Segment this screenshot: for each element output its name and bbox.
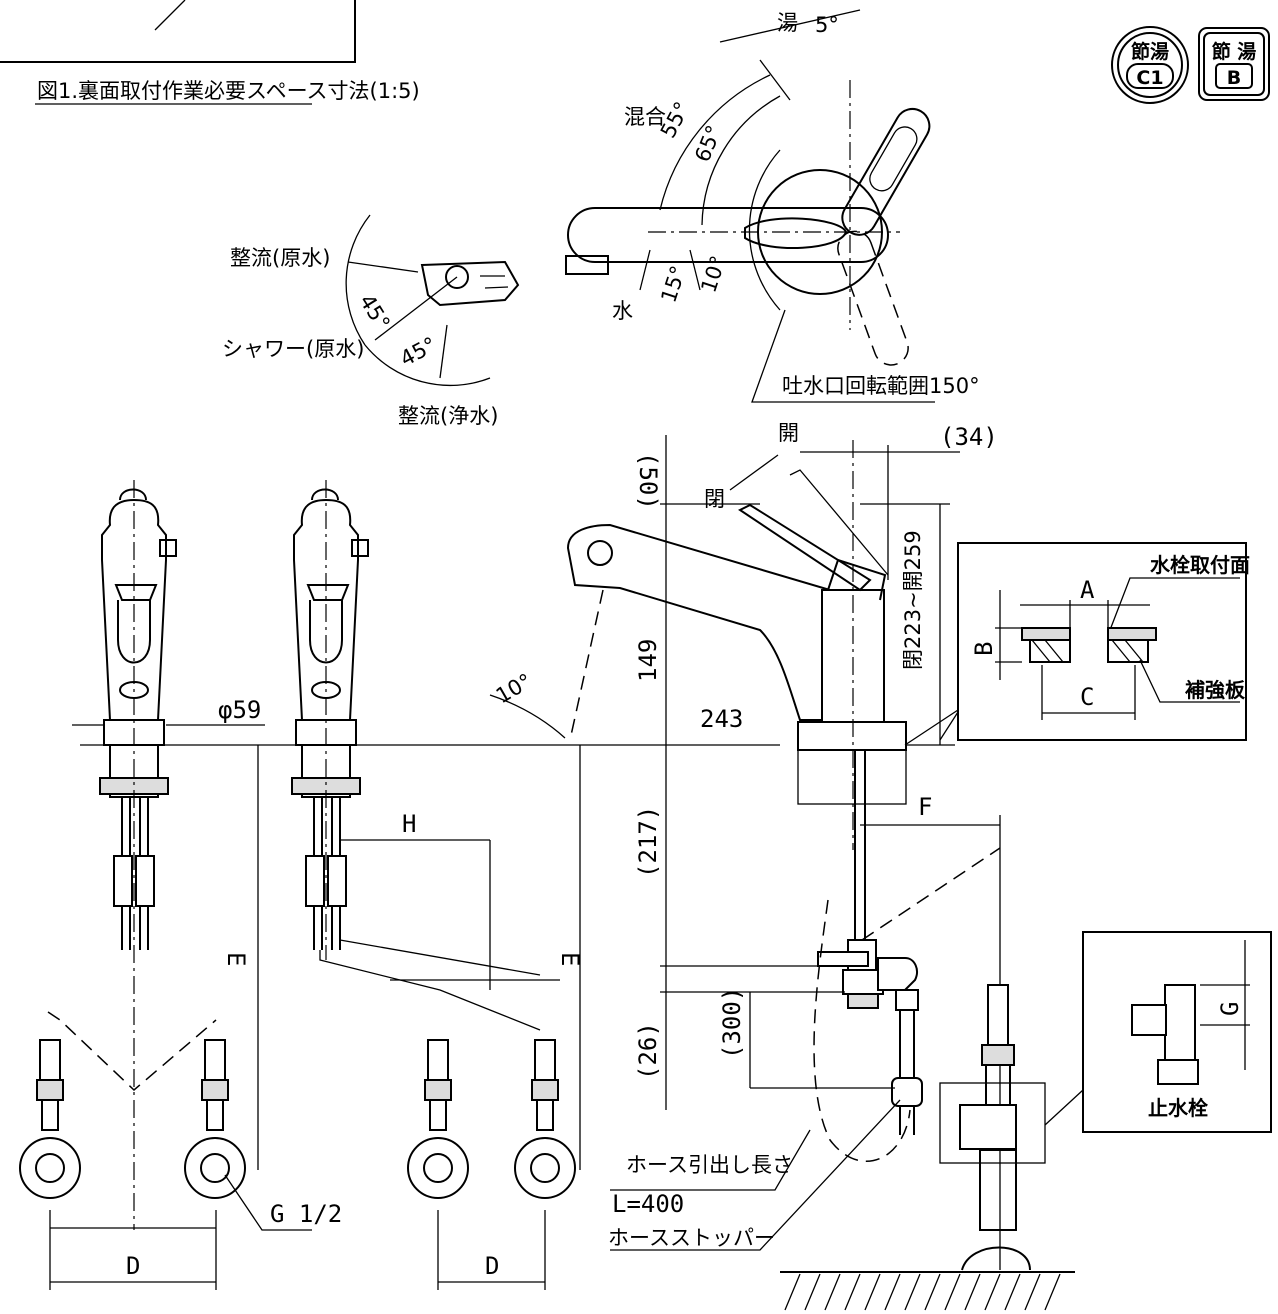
label-dim-f: F (918, 793, 932, 821)
label-angle-65: 65° (690, 122, 726, 166)
side-dimensions (489, 435, 1001, 1270)
mount-detail (904, 542, 1247, 746)
label-stream-raw: 整流(原水) (230, 246, 330, 270)
stop-valve-1 (19, 1039, 81, 1199)
front-view-right (291, 480, 541, 1031)
badge-b: 節 湯 B (1198, 27, 1270, 101)
label-dim-b: B (970, 642, 998, 656)
label-dim-e-left: E (222, 952, 250, 966)
label-hose-length-value: L=400 (612, 1190, 684, 1218)
label-shower-raw: シャワー(原水) (222, 337, 364, 361)
label-dim-34: (34) (940, 423, 998, 451)
label-hose-length: ホース引出し長さ (626, 1153, 793, 1177)
label-dim-a: A (1080, 576, 1095, 604)
label-stream-pure: 整流(浄水) (398, 404, 498, 428)
label-dim-range: 閉223~開259 (901, 530, 925, 670)
label-mix: 混合 (624, 105, 666, 129)
label-diameter: φ59 (218, 696, 261, 724)
spray-head-detail (345, 214, 520, 387)
label-dim-217: (217) (634, 806, 662, 878)
label-dim-c: C (1080, 683, 1094, 711)
label-dim-26: (26) (634, 1022, 662, 1080)
label-spray-angle-b: 45° (396, 332, 440, 371)
label-mount-surface: 水栓取付面 (1150, 553, 1250, 577)
badge-b-bottom: B (1227, 67, 1241, 89)
side-stop-valve (780, 984, 1084, 1311)
label-dim-149: 149 (634, 639, 662, 682)
label-dim-50: (50) (634, 452, 662, 510)
label-open-1: 開 (778, 421, 799, 445)
label-dim-243: 243 (700, 705, 743, 733)
label-dim-h: H (402, 810, 416, 838)
label-dim-g: G (1216, 1002, 1244, 1016)
label-cold: 水 (612, 299, 633, 323)
label-dim-d-right: D (485, 1252, 499, 1280)
label-hot: 湯 (777, 11, 798, 35)
badge-c1-bottom: C1 (1136, 67, 1163, 89)
label-hot-angle: 5° (815, 13, 839, 37)
label-side-angle: 10° (492, 669, 536, 708)
label-spray-angle-a: 45° (355, 290, 395, 334)
figure-1-box (0, 0, 356, 63)
label-dim-d-left: D (126, 1252, 140, 1280)
front-dimensions (49, 724, 600, 1290)
label-dim-e-right: E (556, 952, 584, 966)
label-angle-15: 15° (656, 263, 690, 306)
side-view (566, 440, 1001, 1162)
badge-b-top: 節 湯 (1212, 40, 1257, 63)
stop-valve-4 (514, 1039, 576, 1199)
badge-c1: 節湯 C1 (1111, 26, 1189, 104)
top-view (565, 9, 935, 403)
label-close-1: 閉 (704, 487, 725, 511)
valve-detail (1082, 931, 1272, 1133)
label-stop-valve: 止水栓 (1148, 1096, 1208, 1120)
badge-c1-top: 節湯 (1131, 40, 1169, 63)
label-reinforcement-plate: 補強板 (1184, 678, 1246, 702)
label-hose-stopper: ホースストッパー (608, 1226, 775, 1250)
label-dim-300: (300) (718, 987, 746, 1059)
stop-valve-3 (407, 1039, 469, 1199)
label-spout-rotation: 吐水口回転範囲150° (782, 374, 980, 398)
label-thread: G 1/2 (270, 1200, 342, 1228)
front-view-left (47, 480, 217, 1230)
stop-valve-2 (184, 1039, 246, 1199)
figure-caption: 図1.裏面取付作業必要スペース寸法(1:5) (37, 79, 420, 103)
